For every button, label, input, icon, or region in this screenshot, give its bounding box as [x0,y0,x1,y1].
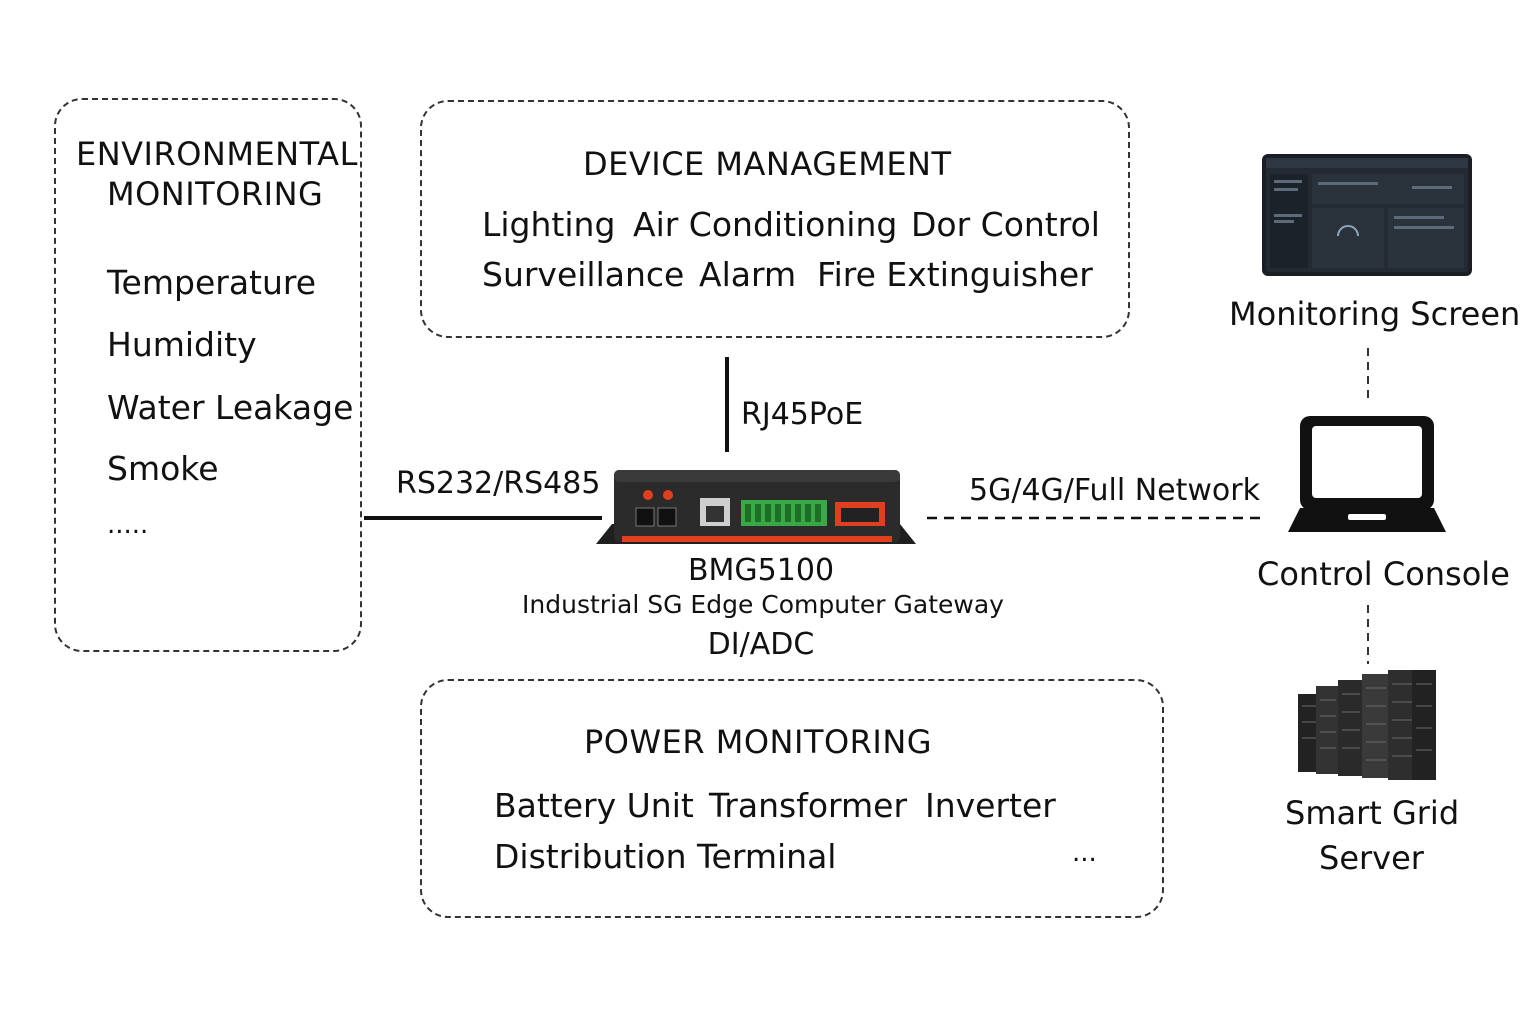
device-item-fire-extinguisher: Fire Extinguisher [817,255,1093,294]
network-label: 5G/4G/Full Network [969,473,1260,508]
env-item-water-leakage: Water Leakage [107,388,354,427]
gateway-device-image [594,464,918,552]
env-item-temperature: Temperature [107,263,317,302]
device-item-air-conditioning: Air Conditioning [633,205,898,244]
rj45poe-label: RJ45PoE [741,397,864,432]
server-rack-icon [1298,670,1436,780]
control-console-label: Control Console [1257,555,1510,593]
environmental-title-line1: ENVIRONMENTAL [76,135,358,173]
device-item-surveillance: Surveillance [482,255,685,294]
server-label-line2: Server [1319,839,1424,877]
env-item-smoke: Smoke [107,449,219,488]
di-adc-label: DI/ADC [707,627,815,662]
device-management-box [420,100,1130,338]
server-label-line1: Smart Grid [1285,794,1460,832]
environmental-monitoring-box [54,98,362,652]
monitoring-screen-label: Monitoring Screen [1229,295,1521,333]
power-monitoring-box [420,679,1164,918]
power-item-inverter: Inverter [925,786,1056,825]
power-item-more: ... [1072,838,1097,868]
laptop-icon [1288,416,1446,532]
server-rack-image [1296,666,1440,784]
env-item-humidity: Humidity [107,325,257,364]
monitor-dashboard-icon [1262,154,1472,276]
control-console-image [1286,412,1448,536]
power-item-battery-unit: Battery Unit [494,786,694,825]
env-item-more: ..... [107,510,149,540]
monitoring-screen-image [1262,154,1472,276]
gateway-description: Industrial SG Edge Computer Gateway [522,590,1004,619]
gateway-device-icon [596,470,916,544]
power-item-distribution-terminal: Distribution Terminal [494,837,837,876]
device-item-alarm: Alarm [699,255,797,294]
power-item-transformer: Transformer [709,786,908,825]
power-monitoring-title: POWER MONITORING [584,723,933,761]
device-management-title: DEVICE MANAGEMENT [583,145,952,183]
gateway-model: BMG5100 [687,553,835,588]
device-item-door-control: Dor Control [911,205,1100,244]
device-item-lighting: Lighting [482,205,616,244]
rs232-rs485-label: RS232/RS485 [396,466,601,501]
environmental-title-line2: MONITORING [107,175,324,213]
